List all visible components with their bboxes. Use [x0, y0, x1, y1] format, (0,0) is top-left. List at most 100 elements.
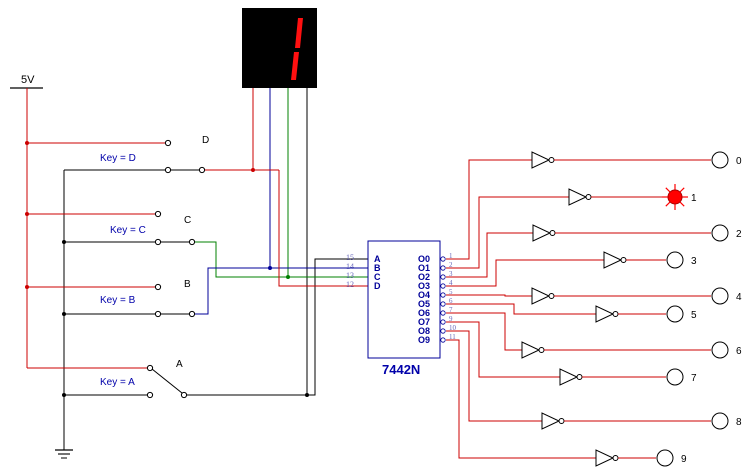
inverter-bubble	[620, 257, 627, 263]
chip-output-label: O7	[418, 317, 430, 327]
chip-output-pin: 6	[449, 297, 453, 305]
chip-input-pin: 13	[346, 271, 354, 280]
output-channel-9: 9	[446, 339, 687, 467]
chip-output-pin: 2	[449, 261, 453, 269]
probe-icon	[711, 341, 729, 359]
chip-input-label: B	[374, 263, 381, 273]
probe-label: 7	[691, 373, 697, 384]
key-label: Key = C	[110, 225, 146, 236]
switch-a[interactable]: A Key = A	[27, 359, 309, 399]
output-channel-6: 6	[446, 312, 742, 359]
inverter-gate	[541, 412, 561, 430]
chip-output-pin: 11	[449, 333, 456, 341]
probe-lit-icon	[662, 184, 688, 210]
probe-label: 9	[681, 454, 687, 465]
probe-icon	[666, 251, 684, 269]
key-label: Key = A	[100, 377, 135, 388]
chip-output-pin: 5	[449, 288, 453, 296]
chip-output-pin: 9	[449, 315, 453, 323]
probe-icon	[711, 412, 729, 430]
probe-icon	[666, 368, 684, 386]
probe-label: 8	[736, 417, 742, 428]
output-bubble	[440, 328, 446, 334]
output-channel-8: 8	[446, 330, 742, 430]
chip-output-label: O9	[418, 335, 430, 345]
seven-segment-display: 1	[242, 8, 317, 395]
switch-d[interactable]: D Key = D	[25, 135, 279, 174]
display-digits: 1	[275, 28, 280, 39]
chip-input-pin: 14	[346, 262, 354, 271]
ground-rail	[55, 170, 73, 459]
output-channel-0: 0	[446, 151, 742, 260]
inverter-bubble	[585, 194, 592, 200]
key-label: Key = D	[100, 153, 136, 164]
inverter-bubble	[612, 455, 619, 461]
chip-output-label: O1	[418, 263, 430, 273]
inverter-gate	[531, 151, 551, 169]
chip-output-label: O4	[418, 290, 430, 300]
chip-input-label: D	[374, 281, 381, 291]
chip-output-pin: 1	[449, 252, 453, 260]
probe-label: 2	[736, 229, 742, 240]
probe-icon	[711, 151, 729, 169]
probe-label: 3	[691, 256, 697, 267]
probe-label: 6	[736, 346, 742, 357]
supply-label: 5V	[21, 74, 35, 86]
switch-name: A	[176, 359, 183, 370]
chip-output-label: O3	[418, 281, 430, 291]
switch-name: B	[184, 279, 191, 290]
inverter-bubble	[558, 418, 565, 424]
inverter-gate	[603, 251, 623, 269]
probe-icon	[711, 224, 729, 242]
output-bubble	[440, 265, 446, 271]
switch-name: C	[184, 215, 191, 226]
chip-output-label: O2	[418, 272, 430, 282]
output-channel-4: 4	[446, 287, 742, 305]
supply-5v: 5V	[10, 74, 43, 368]
probe-icon	[656, 449, 674, 467]
switch-name: D	[202, 135, 209, 146]
inverter-bubble	[612, 311, 619, 317]
output-bubble	[440, 274, 446, 280]
output-bubble	[440, 292, 446, 298]
chip-output-label: O0	[418, 254, 430, 264]
segment-c	[291, 52, 299, 80]
inverter-bubble	[538, 347, 545, 353]
probe-label: 4	[736, 292, 742, 303]
output-channel-7: 7	[446, 321, 697, 386]
inverter-gate	[559, 368, 579, 386]
output-bubble	[440, 310, 446, 316]
inverter-gate	[521, 341, 541, 359]
switch-b[interactable]: B Key = B	[25, 266, 272, 318]
probe-label: 5	[691, 310, 697, 321]
decoder-input-bus	[270, 170, 368, 396]
output-bubble	[440, 319, 446, 325]
inverter-gate	[595, 449, 615, 467]
chip-output-pin: 4	[449, 279, 453, 287]
chip-output-label: O6	[418, 308, 430, 318]
inverter-bubble	[549, 230, 556, 236]
chip-input-label: A	[374, 254, 381, 264]
segment-b	[295, 18, 303, 48]
inverter-bubble	[548, 157, 555, 163]
output-channel-3: 3	[446, 251, 697, 287]
chip-output-label: O5	[418, 299, 430, 309]
inverter-gate	[595, 305, 615, 323]
output-channel-5: 5	[446, 303, 697, 323]
chip-input-pin: 15	[346, 253, 354, 262]
chip-output-label: O8	[418, 326, 430, 336]
key-label: Key = B	[100, 295, 136, 306]
probe-icon	[711, 287, 729, 305]
chip-name: 7442N	[382, 362, 420, 377]
inverter-gate	[568, 188, 588, 206]
probe-icon	[666, 305, 684, 323]
inverter-gate	[532, 224, 552, 242]
chip-output-pin: 3	[449, 270, 453, 278]
probe-label: 0	[736, 156, 742, 167]
chip-input-pin: 12	[346, 280, 354, 289]
switch-c[interactable]: C Key = C	[25, 210, 290, 279]
probe-label: 1	[691, 193, 697, 204]
